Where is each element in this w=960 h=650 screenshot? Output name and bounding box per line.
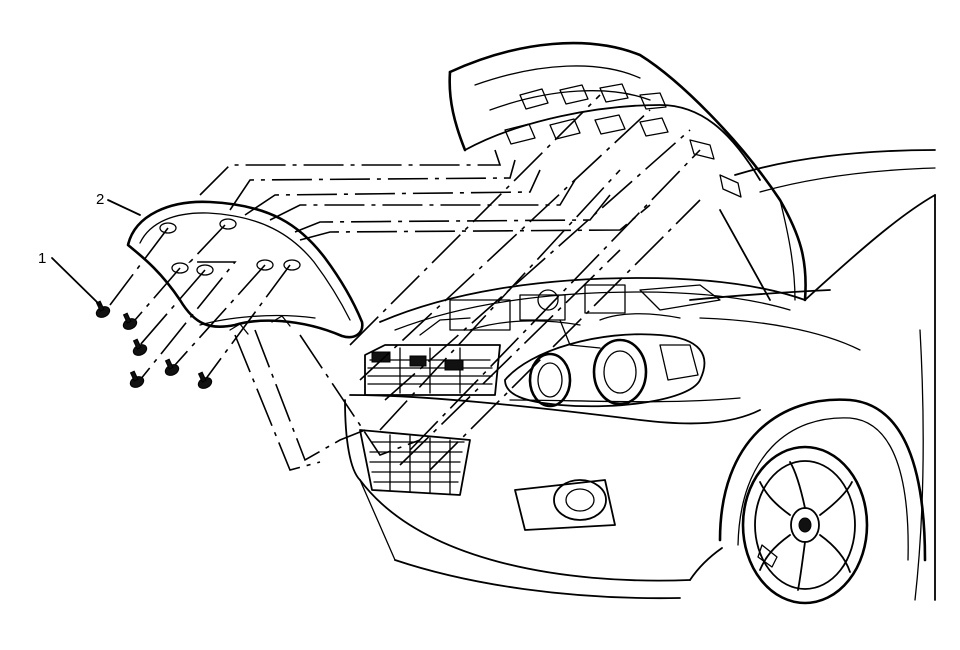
fastener-1 — [95, 300, 111, 318]
deflector-panel — [126, 200, 364, 339]
fog-lamp — [514, 479, 616, 531]
fastener-3 — [132, 338, 148, 356]
upper-grille — [364, 344, 501, 396]
callout-label-1: 1 — [38, 250, 46, 267]
car-body — [344, 149, 936, 601]
headlamp — [504, 333, 706, 408]
callout-2: 2 — [96, 191, 141, 216]
callout-label-2: 2 — [96, 191, 104, 208]
lower-grille — [359, 429, 471, 496]
open-hood — [448, 41, 807, 302]
fastener-2 — [122, 312, 138, 330]
assembly-leader-lines — [109, 94, 701, 471]
push-pin-fasteners — [95, 300, 213, 389]
fastener-6 — [197, 371, 213, 389]
callout-1: 1 — [38, 250, 101, 306]
front-wheel — [741, 445, 869, 605]
fastener-5 — [129, 370, 145, 388]
fastener-4 — [164, 358, 180, 376]
